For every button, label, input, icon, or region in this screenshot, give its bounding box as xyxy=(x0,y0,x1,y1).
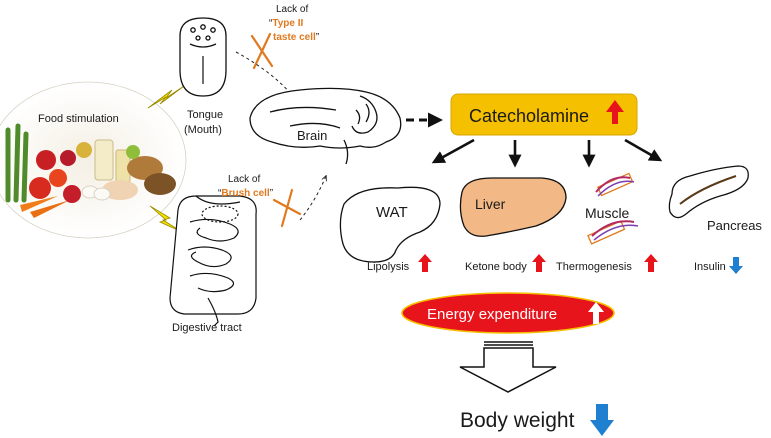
muscle-illustration xyxy=(587,172,639,245)
catecholamine-label: Catecholamine xyxy=(469,106,589,126)
thermogenesis-up-arrow-icon xyxy=(644,254,658,272)
liver-illustration xyxy=(459,177,567,237)
catecholamine-up-arrow-icon xyxy=(606,100,624,124)
food-stimulation-image xyxy=(0,81,187,239)
body-weight-label: Body weight xyxy=(460,409,575,432)
lack-taste-cell-line1: “Type II xyxy=(269,18,303,29)
lipolysis-up-arrow-icon xyxy=(418,254,432,272)
cross-icon-brush xyxy=(272,188,302,228)
digestive-tract-illustration xyxy=(169,195,257,327)
lack-brush-cell: “Brush cell” xyxy=(218,188,273,199)
ketone-body-label: Ketone body xyxy=(465,261,527,273)
cross-icon-taste xyxy=(250,32,274,70)
body-weight-down-arrow-icon xyxy=(590,404,614,436)
lightning-icon-tongue xyxy=(147,85,185,109)
hollow-down-arrow xyxy=(459,341,557,393)
energy-up-arrow-icon xyxy=(588,302,604,324)
lack-taste-prefix: Lack of xyxy=(276,4,308,15)
catecholamine-box xyxy=(450,93,638,136)
brain-illustration xyxy=(249,87,402,165)
pancreas-label: Pancreas xyxy=(707,218,762,233)
brain-label: Brain xyxy=(297,128,327,143)
taste-signal-arrow xyxy=(235,51,296,100)
insulin-label: Insulin xyxy=(694,261,726,273)
catecholamine-branch-arrows xyxy=(431,138,663,168)
tongue-label-line2: (Mouth) xyxy=(184,124,222,136)
lack-taste-cell-line2: taste cell” xyxy=(273,32,319,43)
wat-illustration xyxy=(339,186,441,263)
energy-expenditure-label: Energy expenditure xyxy=(427,306,557,323)
tongue-illustration xyxy=(179,17,227,97)
muscle-label: Muscle xyxy=(585,205,630,221)
arrow-to-wat xyxy=(431,138,475,164)
wat-label: WAT xyxy=(376,204,408,221)
brush-signal-arrow xyxy=(299,176,326,221)
pancreas-illustration xyxy=(668,165,749,219)
tongue-label-line1: Tongue xyxy=(187,109,223,121)
insulin-down-arrow-icon xyxy=(729,257,743,274)
ketone-up-arrow-icon xyxy=(532,254,546,272)
food-stimulation-label: Food stimulation xyxy=(38,113,119,125)
thermogenesis-label: Thermogenesis xyxy=(556,261,632,273)
liver-label: Liver xyxy=(475,196,506,212)
arrow-to-pancreas xyxy=(624,138,663,162)
lipolysis-label: Lipolysis xyxy=(367,261,410,273)
lack-brush-prefix: Lack of xyxy=(228,174,260,185)
energy-expenditure-ellipse xyxy=(401,292,615,334)
digestive-tract-label: Digestive tract xyxy=(172,322,242,334)
